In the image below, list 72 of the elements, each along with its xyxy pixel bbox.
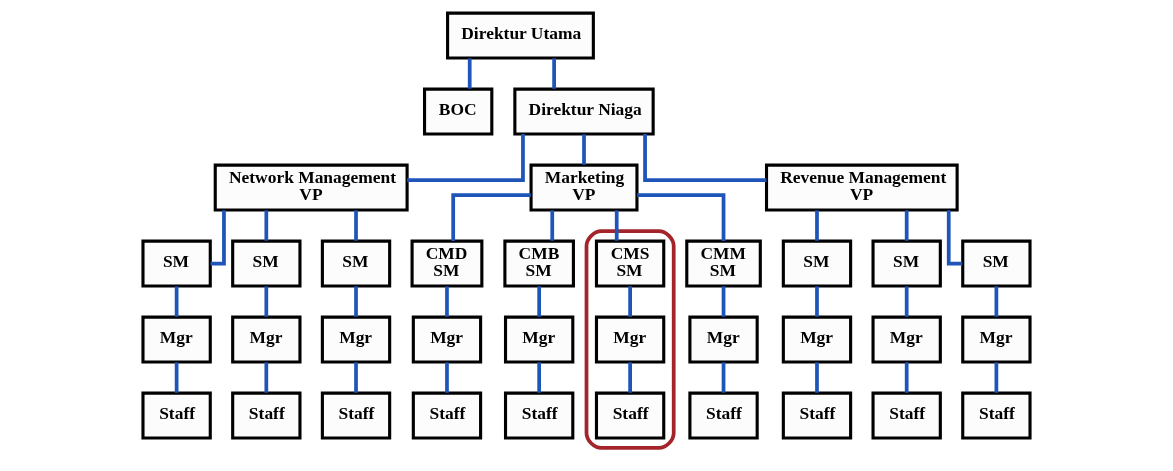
connector: [451, 193, 531, 242]
node-box: CMS SM: [594, 239, 666, 288]
node-box: Staff: [871, 391, 942, 440]
node-box: Staff: [141, 391, 212, 440]
connector: [815, 362, 819, 393]
node-box: CMD SM: [410, 239, 484, 288]
node-box: Mgr: [781, 315, 853, 364]
node-box: Mgr: [594, 315, 666, 364]
node-box: SM: [961, 239, 1032, 288]
node-box: Staff: [961, 391, 1032, 440]
connector: [174, 286, 179, 317]
node-box: Marketing VP: [529, 163, 639, 212]
connector: [815, 210, 819, 241]
connector: [628, 362, 632, 393]
connector: [174, 362, 179, 393]
connector: [537, 286, 542, 317]
node-box: Mgr: [503, 315, 575, 364]
node-box: Mgr: [871, 315, 942, 364]
connector: [354, 286, 358, 317]
connector: [552, 58, 556, 89]
connector: [354, 362, 358, 393]
connector: [582, 134, 586, 165]
node-box: Staff: [781, 391, 853, 440]
connector: [721, 286, 726, 317]
connector: [264, 286, 269, 317]
node-box: CMB SM: [503, 239, 575, 288]
node-box: Staff: [688, 391, 759, 440]
connector: [994, 362, 999, 393]
node-box: BOC: [423, 87, 494, 136]
node-box: Mgr: [231, 315, 302, 364]
node-box: SM: [871, 239, 942, 288]
node-box: Revenue Management VP: [764, 163, 959, 212]
node-box: Mgr: [961, 315, 1032, 364]
node-box: SM: [781, 239, 853, 288]
connector: [264, 210, 269, 241]
node-box: Mgr: [141, 315, 212, 364]
node-box: Mgr: [320, 315, 392, 364]
node-box: Staff: [231, 391, 302, 440]
node-box: Staff: [503, 391, 575, 440]
connector: [407, 134, 525, 182]
connector: [550, 210, 555, 241]
node-box: Staff: [594, 391, 666, 440]
node-box: CMM SM: [685, 239, 762, 288]
connector: [815, 286, 819, 317]
node-box: SM: [231, 239, 302, 288]
node-box: Mgr: [411, 315, 483, 364]
node-box: SM: [141, 239, 212, 288]
node-box: Staff: [411, 391, 483, 440]
connector: [904, 286, 909, 317]
connector: [628, 286, 632, 317]
connector: [467, 58, 472, 89]
connector: [210, 210, 226, 266]
connector: [643, 134, 767, 182]
connector: [354, 210, 358, 241]
connector: [537, 362, 542, 393]
node-box: Direktur Niaga: [513, 87, 655, 136]
node-box: Network Management VP: [213, 163, 409, 212]
cluster: [584, 229, 676, 450]
connector: [994, 286, 999, 317]
node-box: Staff: [320, 391, 392, 440]
connector: [946, 210, 963, 266]
connector: [445, 362, 449, 393]
connector: [264, 362, 269, 393]
node-box: Direktur Utama: [446, 11, 595, 60]
connector: [614, 210, 619, 241]
node-box: Mgr: [688, 315, 759, 364]
connector: [721, 362, 726, 393]
node-box: SM: [320, 239, 392, 288]
connector: [904, 362, 909, 393]
connector: [904, 210, 909, 241]
connector: [445, 286, 449, 317]
connector: [637, 193, 726, 242]
